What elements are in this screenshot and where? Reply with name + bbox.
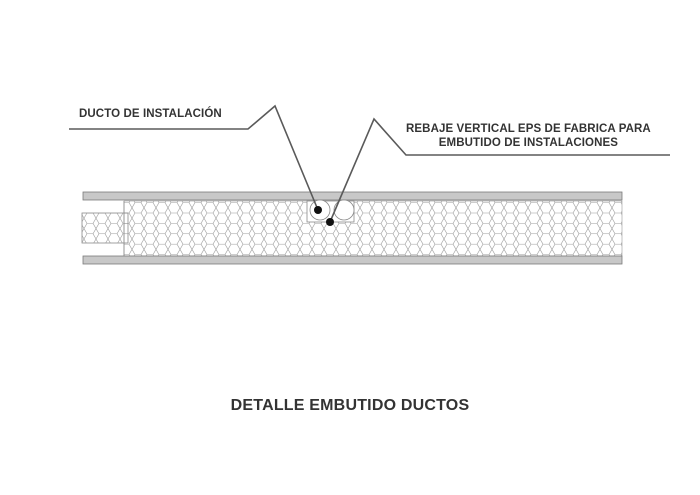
leader-dot-rebaje xyxy=(326,218,334,226)
leader-line-ducto xyxy=(69,104,319,211)
top-sheet xyxy=(82,191,623,201)
label-rebaje-vertical: REBAJE VERTICAL EPS DE FABRICA PARA EMBU… xyxy=(406,122,651,150)
bottom-sheet xyxy=(82,255,623,265)
label-rebaje-line1: REBAJE VERTICAL EPS DE FABRICA PARA xyxy=(406,123,651,135)
eps-tongue xyxy=(81,212,129,244)
label-rebaje-line2: EMBUTIDO DE INSTALACIONES xyxy=(438,137,619,149)
drawing-title: DETALLE EMBUTIDO DUCTOS xyxy=(230,397,470,414)
eps-core xyxy=(123,200,623,257)
duct-circle-right xyxy=(333,199,355,221)
label-ducto-instalacion: DUCTO DE INSTALACIÓN xyxy=(79,108,222,120)
leader-dot-ducto xyxy=(314,206,322,214)
leader-line-rebaje xyxy=(329,117,670,223)
